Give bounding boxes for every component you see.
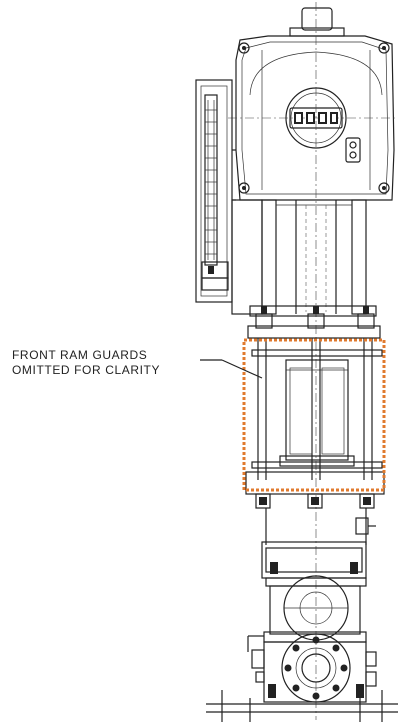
ram-section	[245, 338, 385, 509]
lower-valve-flange	[247, 633, 377, 703]
upper-valve-body	[263, 575, 367, 643]
yoke-columns	[231, 2, 367, 720]
handwheel-chain-assembly	[195, 79, 236, 303]
note-line-1: FRONT RAM GUARDS	[12, 348, 148, 362]
note-leader-line	[200, 359, 263, 379]
base-frame	[206, 690, 398, 722]
annotation-note: FRONT RAM GUARDS OMITTED FOR CLARITY	[12, 348, 160, 378]
ram-guard-outline	[242, 338, 386, 492]
actuator-gearbox	[228, 7, 398, 201]
note-line-2: OMITTED FOR CLARITY	[12, 363, 161, 377]
upper-tie-rod-nuts	[247, 305, 381, 339]
lower-spool	[261, 508, 376, 587]
